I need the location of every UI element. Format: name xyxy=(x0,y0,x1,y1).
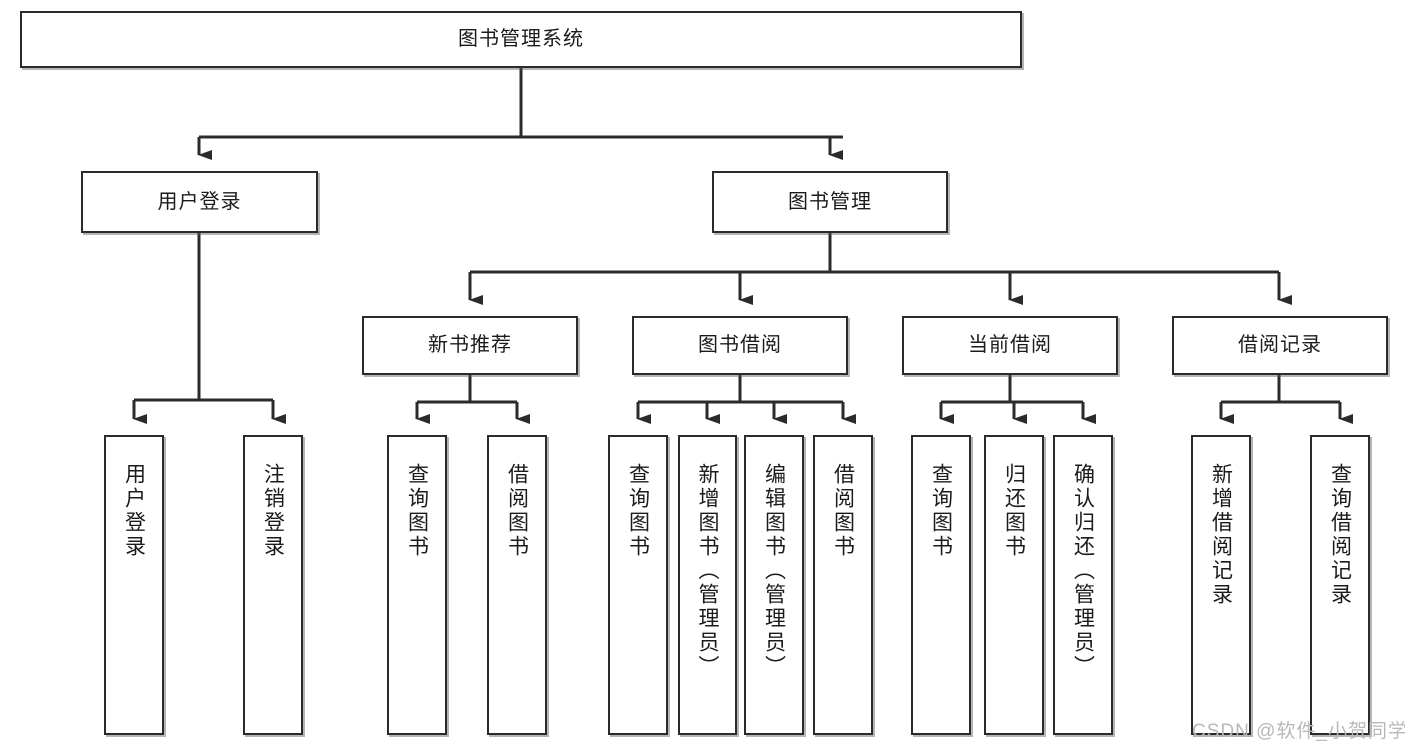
node-new-book-recommend[interactable]: 新书推荐 xyxy=(362,316,578,375)
node-book-manage[interactable]: 图书管理 xyxy=(712,171,948,233)
node-leaf-query-book-cur[interactable]: 查询图书 xyxy=(911,435,971,735)
node-leaf-query-book-cur-label: 查询图书 xyxy=(929,463,953,559)
node-leaf-logout-label: 注销登录 xyxy=(261,463,285,559)
node-leaf-user-login-label: 用户登录 xyxy=(122,463,146,559)
node-leaf-confirm-return-label: 确认归还（管理员） xyxy=(1071,463,1095,679)
node-root-label: 图书管理系统 xyxy=(458,28,584,50)
node-current-borrow-label: 当前借阅 xyxy=(968,334,1052,356)
node-book-borrow-label: 图书借阅 xyxy=(698,334,782,356)
node-book-manage-label: 图书管理 xyxy=(788,190,872,213)
watermark: CSDN @软件_小贺同学 xyxy=(1192,721,1405,742)
node-leaf-edit-book[interactable]: 编辑图书（管理员） xyxy=(744,435,804,735)
node-borrow-record[interactable]: 借阅记录 xyxy=(1172,316,1388,375)
node-leaf-query-book-borrow[interactable]: 查询图书 xyxy=(608,435,668,735)
node-leaf-return-book[interactable]: 归还图书 xyxy=(984,435,1044,735)
node-leaf-borrow-book-rec-label: 借阅图书 xyxy=(505,463,529,559)
node-book-borrow[interactable]: 图书借阅 xyxy=(632,316,848,375)
node-leaf-query-book-rec[interactable]: 查询图书 xyxy=(387,435,447,735)
node-leaf-query-book-rec-label: 查询图书 xyxy=(405,463,429,559)
node-leaf-borrow-book[interactable]: 借阅图书 xyxy=(813,435,873,735)
node-root[interactable]: 图书管理系统 xyxy=(20,11,1022,68)
node-leaf-query-book-borrow-label: 查询图书 xyxy=(626,463,650,559)
node-leaf-borrow-book-label: 借阅图书 xyxy=(831,463,855,559)
node-leaf-logout[interactable]: 注销登录 xyxy=(243,435,303,735)
node-new-book-recommend-label: 新书推荐 xyxy=(428,334,512,356)
node-leaf-return-book-label: 归还图书 xyxy=(1002,463,1026,559)
node-leaf-borrow-book-rec[interactable]: 借阅图书 xyxy=(487,435,547,735)
node-user-login[interactable]: 用户登录 xyxy=(81,171,318,233)
node-leaf-query-record[interactable]: 查询借阅记录 xyxy=(1310,435,1370,735)
node-leaf-query-record-label: 查询借阅记录 xyxy=(1328,463,1352,607)
node-leaf-add-book[interactable]: 新增图书（管理员） xyxy=(678,435,737,735)
node-leaf-edit-book-label: 编辑图书（管理员） xyxy=(762,463,786,679)
node-leaf-add-book-label: 新增图书（管理员） xyxy=(696,463,720,679)
node-borrow-record-label: 借阅记录 xyxy=(1238,334,1322,356)
node-leaf-confirm-return[interactable]: 确认归还（管理员） xyxy=(1053,435,1113,735)
node-leaf-user-login[interactable]: 用户登录 xyxy=(104,435,164,735)
node-current-borrow[interactable]: 当前借阅 xyxy=(902,316,1118,375)
node-leaf-add-record-label: 新增借阅记录 xyxy=(1209,463,1233,607)
node-leaf-add-record[interactable]: 新增借阅记录 xyxy=(1191,435,1251,735)
node-user-login-label: 用户登录 xyxy=(157,190,242,213)
